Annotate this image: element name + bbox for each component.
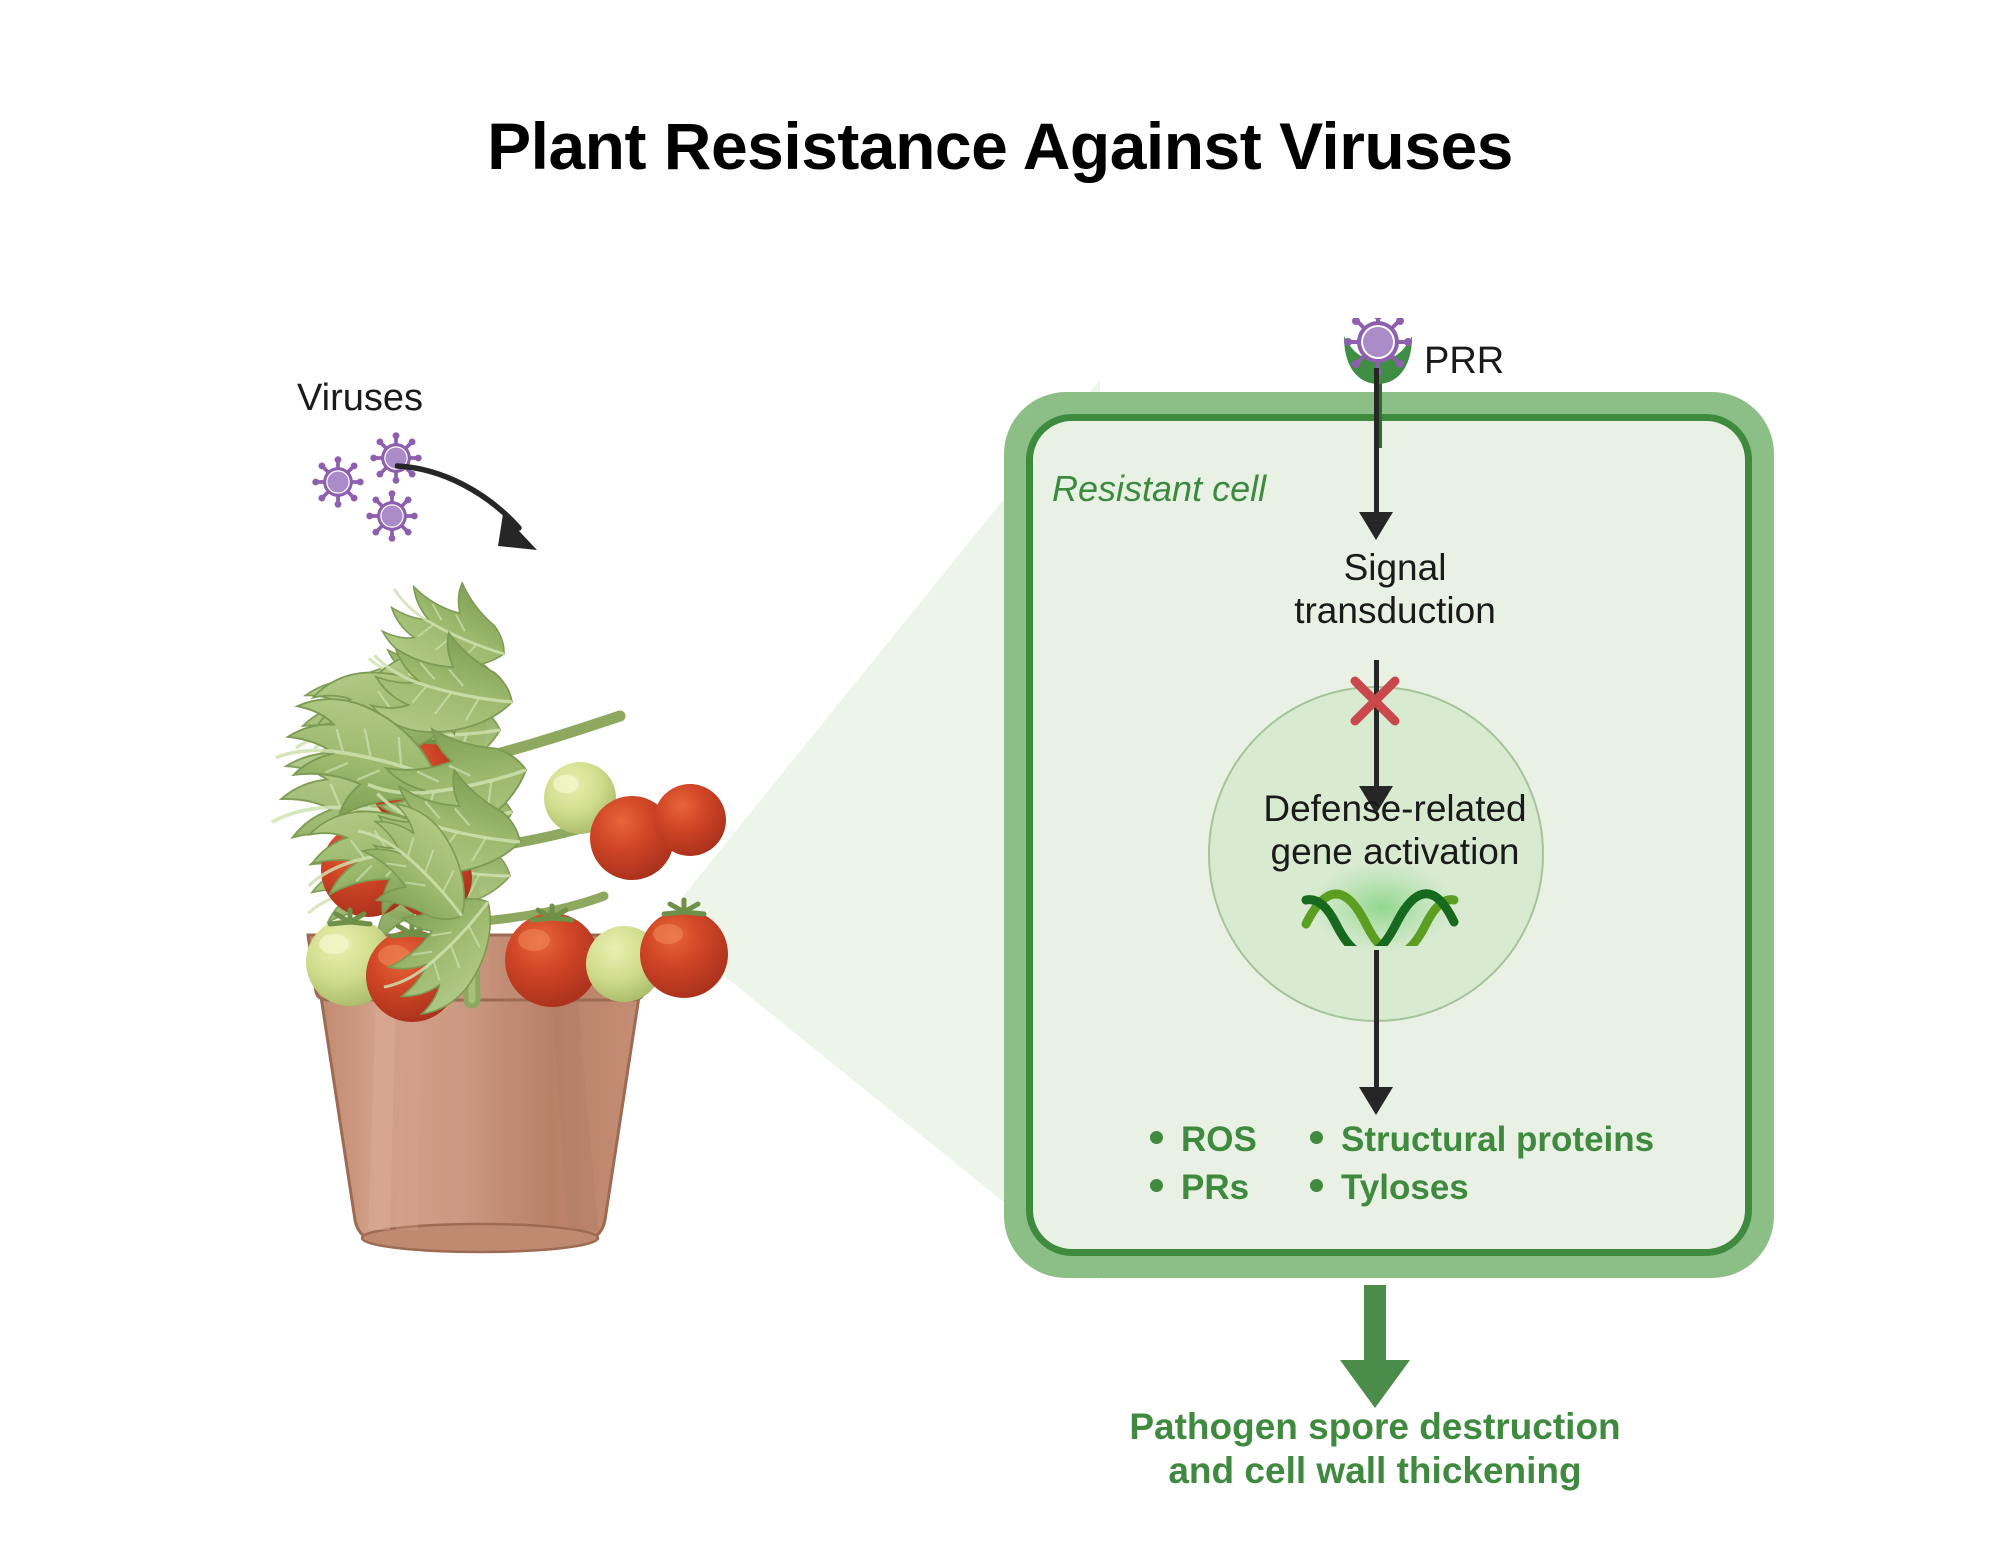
- list-item: ROS Structural proteins: [1150, 1120, 1670, 1160]
- arrow-nucleus-to-outputs-head: [1359, 1087, 1393, 1115]
- curved-infection-arrow-icon: [395, 463, 537, 550]
- arrow-signal-to-nucleus: [1374, 660, 1379, 795]
- arrow-signal-to-nucleus-head: [1359, 786, 1393, 814]
- output-structural-proteins: Structural proteins: [1310, 1120, 1654, 1160]
- gene-activation-label: Defense-related gene activation: [1263, 788, 1527, 872]
- prr-label: PRR: [1424, 340, 1505, 382]
- page-title: Plant Resistance Against Viruses: [487, 109, 1513, 183]
- output-label: Tyloses: [1341, 1168, 1469, 1207]
- signal-transduction-label: Signal transduction: [1294, 547, 1496, 631]
- output-ros: ROS: [1150, 1120, 1310, 1160]
- output-label: Structural proteins: [1341, 1120, 1655, 1159]
- arrow-nucleus-to-outputs: [1374, 950, 1379, 1095]
- outcome-arrow-head: [1340, 1360, 1410, 1408]
- output-label: ROS: [1181, 1120, 1257, 1159]
- resistant-cell-label: Resistant cell: [1052, 468, 1267, 509]
- arrow-prr-to-signal-head: [1359, 512, 1393, 540]
- viruses-label: Viruses: [297, 377, 424, 419]
- arrow-prr-to-signal: [1374, 368, 1379, 518]
- red-x-icon: [1350, 676, 1400, 726]
- dna-helix-icon: [1301, 889, 1459, 946]
- bullet-dot-icon: [1150, 1179, 1163, 1192]
- output-tyloses: Tyloses: [1310, 1168, 1469, 1208]
- tomato-plant-icon: [255, 571, 728, 1254]
- defense-outputs-list: ROS Structural proteins PRs Tyloses: [1150, 1120, 1670, 1216]
- bullet-dot-icon: [1310, 1131, 1323, 1144]
- output-prs: PRs: [1150, 1168, 1310, 1208]
- outcome-arrow-shaft: [1364, 1285, 1386, 1367]
- conclusion-label: Pathogen spore destruction and cell wall…: [1129, 1406, 1621, 1492]
- plant-cell-membrane: [1026, 414, 1752, 1256]
- magnification-cone: [680, 380, 1100, 1280]
- output-label: PRs: [1181, 1168, 1250, 1207]
- list-item: PRs Tyloses: [1150, 1168, 1670, 1208]
- prr-receptor-icon: [1344, 318, 1412, 448]
- bullet-dot-icon: [1150, 1131, 1163, 1144]
- bullet-dot-icon: [1310, 1179, 1323, 1192]
